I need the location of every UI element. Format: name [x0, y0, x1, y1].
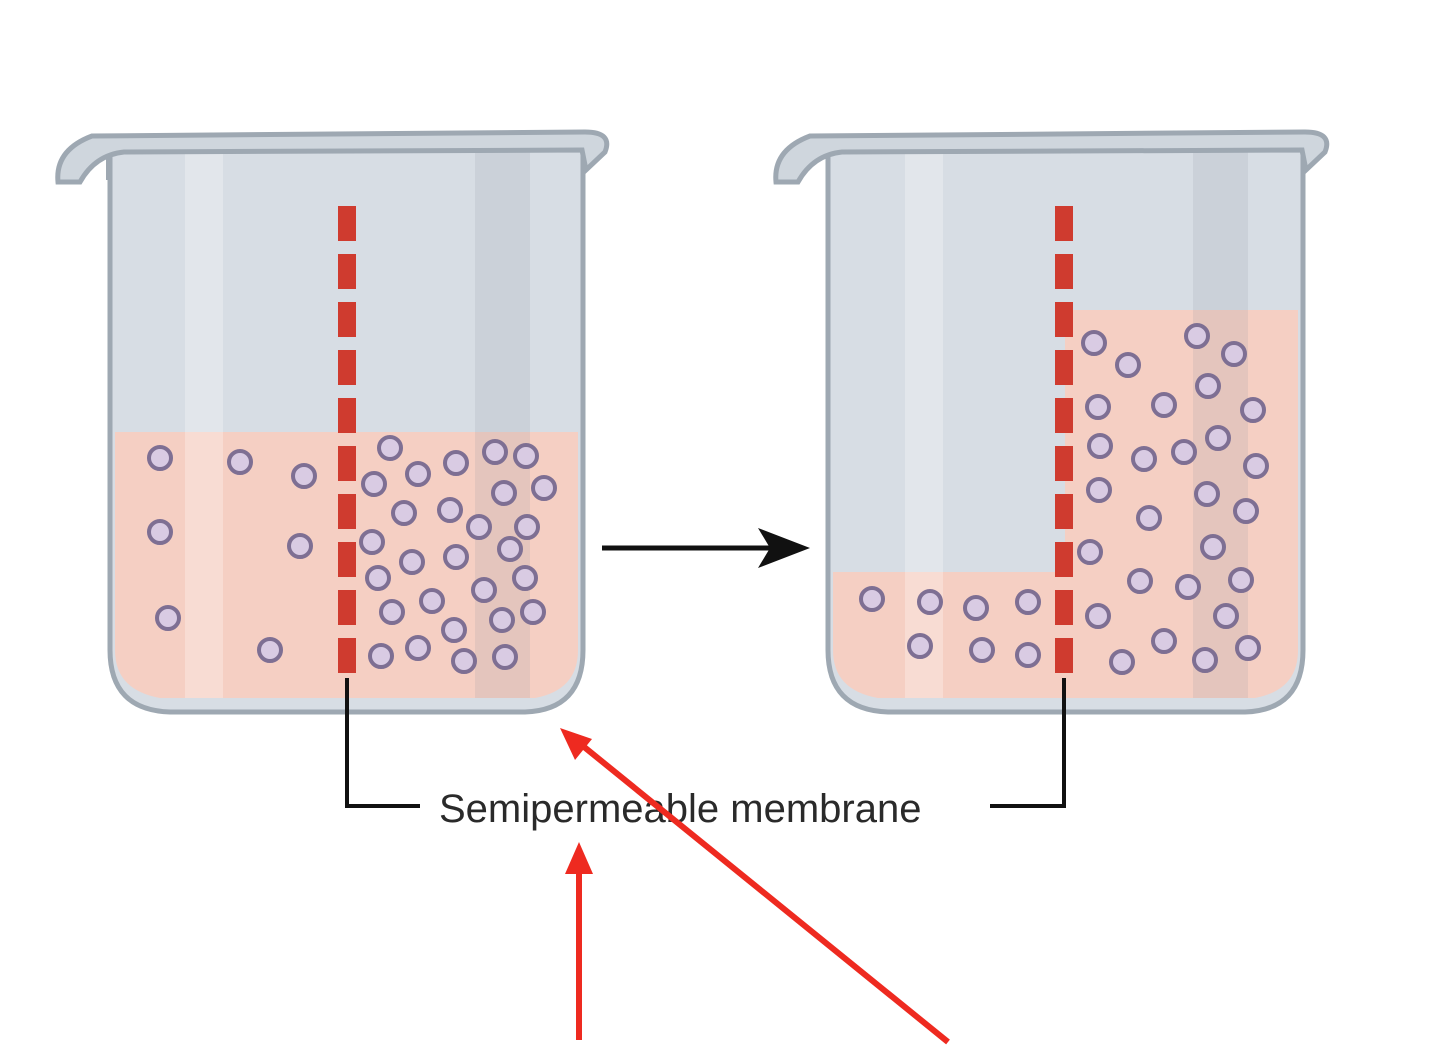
- solute-particle: [1081, 330, 1107, 356]
- beaker-before-highlight: [185, 150, 223, 698]
- solute-particle: [1221, 341, 1247, 367]
- solute-particle: [859, 586, 885, 612]
- beaker-after-highlight: [905, 150, 943, 698]
- membrane-leader-lines: [345, 678, 1066, 808]
- solute-particle: [491, 480, 517, 506]
- solute-particle: [365, 565, 391, 591]
- solute-particle: [1171, 439, 1197, 465]
- solute-particle: [1192, 647, 1218, 673]
- beaker-after: [773, 129, 1330, 715]
- solute-particle: [443, 544, 469, 570]
- solute-particle: [917, 589, 943, 615]
- solute-particle: [441, 617, 467, 643]
- solute-particle: [1228, 567, 1254, 593]
- solute-particle: [969, 637, 995, 663]
- solute-particle: [1151, 392, 1177, 418]
- solute-particle: [963, 595, 989, 621]
- solute-particle: [513, 443, 539, 469]
- solute-particle: [419, 588, 445, 614]
- solute-particle: [1205, 425, 1231, 451]
- solute-particle: [379, 599, 405, 625]
- solute-particles: [147, 323, 1269, 675]
- solute-particle: [1175, 574, 1201, 600]
- solute-particle: [531, 475, 557, 501]
- solute-particle: [1194, 481, 1220, 507]
- solute-particle: [443, 450, 469, 476]
- solute-particle: [1233, 498, 1259, 524]
- solute-particle: [482, 439, 508, 465]
- beaker-after-right-solution: [1065, 310, 1298, 698]
- solute-particle: [291, 463, 317, 489]
- solute-particle: [1184, 323, 1210, 349]
- solute-particle: [1243, 453, 1269, 479]
- solute-particle: [227, 449, 253, 475]
- solute-particle: [1151, 628, 1177, 654]
- solute-particle: [377, 435, 403, 461]
- solute-particle: [1240, 397, 1266, 423]
- solute-particle: [1115, 352, 1141, 378]
- solute-particle: [451, 648, 477, 674]
- process-arrow: [602, 528, 810, 568]
- solute-particle: [361, 471, 387, 497]
- solute-particle: [437, 497, 463, 523]
- solute-particle: [1085, 394, 1111, 420]
- solute-particle: [497, 536, 523, 562]
- solute-particle: [1127, 568, 1153, 594]
- solute-particle: [512, 565, 538, 591]
- solute-particle: [1136, 505, 1162, 531]
- solute-particle: [1015, 589, 1041, 615]
- annotation-arrow-vertical: [565, 842, 593, 1040]
- solute-particle: [471, 577, 497, 603]
- solute-particle: [257, 637, 283, 663]
- annotation-arrow-diagonal: [560, 728, 950, 1045]
- solute-particle: [489, 607, 515, 633]
- solute-particle: [1077, 539, 1103, 565]
- solute-particle: [359, 529, 385, 555]
- solute-particle: [287, 533, 313, 559]
- solute-particle: [1131, 446, 1157, 472]
- solute-particle: [514, 514, 540, 540]
- beaker-before-shadow: [475, 150, 530, 698]
- solute-particle: [1085, 603, 1111, 629]
- solute-particle: [520, 599, 546, 625]
- solute-particle: [368, 643, 394, 669]
- solute-particle: [1015, 642, 1041, 668]
- solute-particle: [1087, 433, 1113, 459]
- beaker-before-rim: [55, 129, 610, 185]
- annotation-arrows: [560, 728, 950, 1045]
- solute-particle: [399, 549, 425, 575]
- solute-particle: [1235, 635, 1261, 661]
- solute-particle: [147, 445, 173, 471]
- solute-particle: [1086, 477, 1112, 503]
- solute-particle: [1200, 534, 1226, 560]
- solute-particle: [391, 500, 417, 526]
- beaker-before: [55, 129, 610, 715]
- solute-particle: [492, 644, 518, 670]
- solute-particle: [155, 605, 181, 631]
- solute-particle: [147, 519, 173, 545]
- solute-particle: [466, 514, 492, 540]
- beaker-after-rim: [773, 129, 1330, 185]
- solute-particle: [1213, 603, 1239, 629]
- solute-particle: [405, 635, 431, 661]
- solute-particle: [907, 633, 933, 659]
- solute-particle: [405, 461, 431, 487]
- solute-particle: [1109, 649, 1135, 675]
- solute-particle: [1195, 373, 1221, 399]
